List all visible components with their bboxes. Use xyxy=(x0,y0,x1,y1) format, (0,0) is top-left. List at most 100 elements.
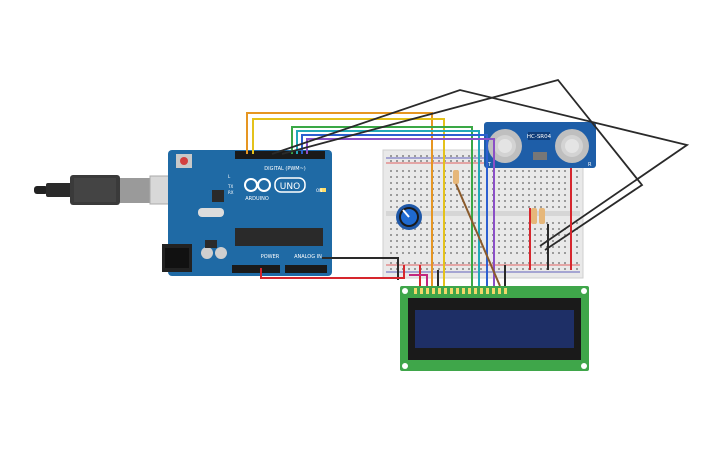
breadboard-hole[interactable] xyxy=(552,268,554,270)
breadboard-hole[interactable] xyxy=(456,206,458,208)
breadboard-hole[interactable] xyxy=(522,200,524,202)
breadboard-hole[interactable] xyxy=(414,176,416,178)
breadboard-hole[interactable] xyxy=(546,188,548,190)
breadboard-hole[interactable] xyxy=(546,176,548,178)
breadboard-hole[interactable] xyxy=(516,200,518,202)
analog-header[interactable] xyxy=(285,265,327,273)
breadboard-hole[interactable] xyxy=(540,194,542,196)
lcd-pins[interactable] xyxy=(414,288,507,294)
breadboard-hole[interactable] xyxy=(558,182,560,184)
breadboard-hole[interactable] xyxy=(498,246,500,248)
breadboard-hole[interactable] xyxy=(576,262,578,264)
breadboard-hole[interactable] xyxy=(516,234,518,236)
breadboard-hole[interactable] xyxy=(516,222,518,224)
breadboard-hole[interactable] xyxy=(474,155,476,157)
breadboard-hole[interactable] xyxy=(576,252,578,254)
breadboard-hole[interactable] xyxy=(474,240,476,242)
breadboard-hole[interactable] xyxy=(498,194,500,196)
breadboard-hole[interactable] xyxy=(402,228,404,230)
breadboard-hole[interactable] xyxy=(468,252,470,254)
breadboard-hole[interactable] xyxy=(420,240,422,242)
breadboard-hole[interactable] xyxy=(480,246,482,248)
breadboard-hole[interactable] xyxy=(390,222,392,224)
breadboard-hole[interactable] xyxy=(396,176,398,178)
breadboard-hole[interactable] xyxy=(420,234,422,236)
breadboard-hole[interactable] xyxy=(510,228,512,230)
breadboard-hole[interactable] xyxy=(540,240,542,242)
breadboard-hole[interactable] xyxy=(510,200,512,202)
breadboard-hole[interactable] xyxy=(438,182,440,184)
breadboard-hole[interactable] xyxy=(540,206,542,208)
breadboard-hole[interactable] xyxy=(564,252,566,254)
breadboard-hole[interactable] xyxy=(390,228,392,230)
breadboard-hole[interactable] xyxy=(558,252,560,254)
breadboard-hole[interactable] xyxy=(450,160,452,162)
breadboard-hole[interactable] xyxy=(474,160,476,162)
breadboard-hole[interactable] xyxy=(420,176,422,178)
breadboard-hole[interactable] xyxy=(402,262,404,264)
breadboard-hole[interactable] xyxy=(504,246,506,248)
breadboard-hole[interactable] xyxy=(414,262,416,264)
breadboard-hole[interactable] xyxy=(450,240,452,242)
lcd-pin[interactable] xyxy=(480,288,483,294)
breadboard-hole[interactable] xyxy=(558,246,560,248)
breadboard-hole[interactable] xyxy=(390,188,392,190)
lcd-pin[interactable] xyxy=(504,288,507,294)
breadboard-hole[interactable] xyxy=(474,182,476,184)
breadboard-hole[interactable] xyxy=(390,200,392,202)
breadboard-hole[interactable] xyxy=(396,252,398,254)
breadboard-hole[interactable] xyxy=(522,176,524,178)
breadboard-hole[interactable] xyxy=(462,182,464,184)
breadboard-hole[interactable] xyxy=(504,228,506,230)
breadboard-hole[interactable] xyxy=(480,176,482,178)
breadboard-hole[interactable] xyxy=(474,206,476,208)
breadboard-hole[interactable] xyxy=(420,222,422,224)
breadboard-hole[interactable] xyxy=(528,170,530,172)
breadboard-hole[interactable] xyxy=(564,234,566,236)
breadboard-hole[interactable] xyxy=(552,228,554,230)
breadboard-hole[interactable] xyxy=(534,240,536,242)
breadboard-hole[interactable] xyxy=(498,200,500,202)
breadboard-hole[interactable] xyxy=(426,155,428,157)
breadboard-hole[interactable] xyxy=(552,182,554,184)
breadboard-hole[interactable] xyxy=(504,240,506,242)
breadboard-hole[interactable] xyxy=(462,222,464,224)
breadboard-hole[interactable] xyxy=(468,160,470,162)
breadboard-hole[interactable] xyxy=(402,160,404,162)
breadboard-hole[interactable] xyxy=(450,170,452,172)
breadboard-hole[interactable] xyxy=(390,234,392,236)
breadboard-hole[interactable] xyxy=(522,268,524,270)
breadboard-hole[interactable] xyxy=(414,155,416,157)
breadboard-hole[interactable] xyxy=(468,268,470,270)
breadboard-hole[interactable] xyxy=(552,176,554,178)
breadboard-hole[interactable] xyxy=(516,188,518,190)
breadboard-hole[interactable] xyxy=(480,268,482,270)
breadboard-hole[interactable] xyxy=(516,182,518,184)
breadboard-hole[interactable] xyxy=(408,170,410,172)
breadboard-hole[interactable] xyxy=(456,268,458,270)
breadboard-hole[interactable] xyxy=(462,176,464,178)
breadboard-hole[interactable] xyxy=(456,228,458,230)
breadboard-hole[interactable] xyxy=(426,234,428,236)
breadboard-hole[interactable] xyxy=(522,182,524,184)
breadboard-hole[interactable] xyxy=(450,268,452,270)
breadboard-hole[interactable] xyxy=(450,206,452,208)
breadboard-hole[interactable] xyxy=(462,246,464,248)
breadboard-hole[interactable] xyxy=(468,246,470,248)
wires[interactable] xyxy=(246,78,690,287)
breadboard-hole[interactable] xyxy=(420,262,422,264)
breadboard-hole[interactable] xyxy=(534,176,536,178)
breadboard-hole[interactable] xyxy=(396,155,398,157)
breadboard-hole[interactable] xyxy=(576,200,578,202)
breadboard-hole[interactable] xyxy=(450,246,452,248)
breadboard-hole[interactable] xyxy=(534,206,536,208)
breadboard-hole[interactable] xyxy=(468,182,470,184)
breadboard-hole[interactable] xyxy=(474,200,476,202)
breadboard-hole[interactable] xyxy=(420,170,422,172)
breadboard-hole[interactable] xyxy=(402,188,404,190)
breadboard-hole[interactable] xyxy=(552,170,554,172)
breadboard-hole[interactable] xyxy=(408,182,410,184)
breadboard-hole[interactable] xyxy=(534,268,536,270)
breadboard-hole[interactable] xyxy=(462,194,464,196)
breadboard-hole[interactable] xyxy=(522,246,524,248)
